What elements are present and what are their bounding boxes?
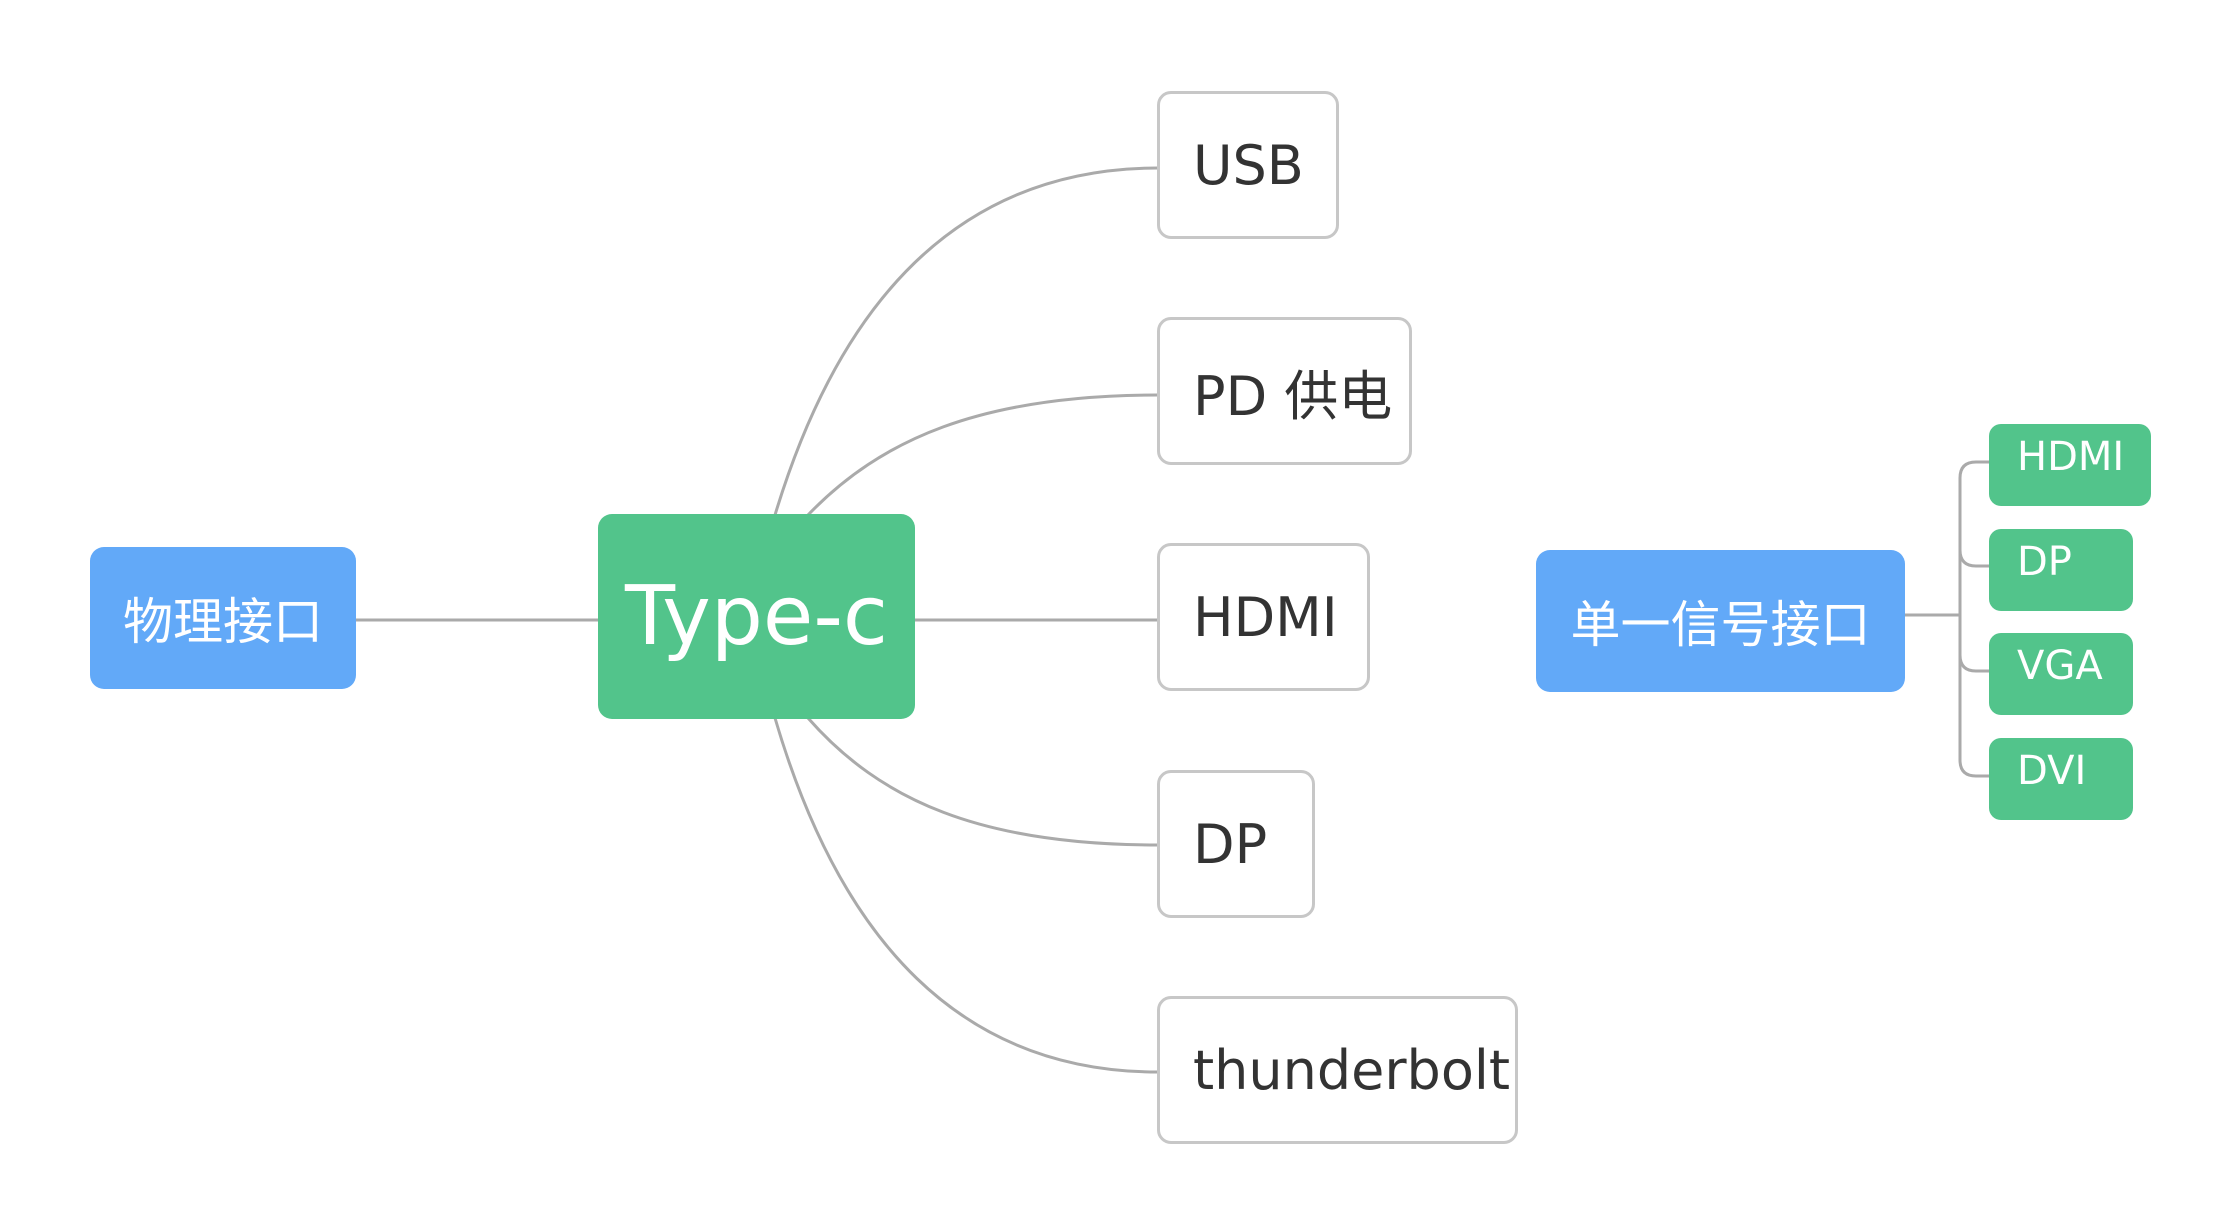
node-branch-thunderbolt[interactable]: thunderbolt [1157, 996, 1518, 1144]
node-single-signal-interface[interactable]: 单一信号接口 [1536, 550, 1905, 692]
node-right-child-hdmi[interactable]: HDMI [1989, 424, 2151, 506]
link-right-child-dvi [1958, 759, 1990, 778]
link-center-pd [806, 393, 1159, 517]
node-branch-usb-label: USB [1193, 133, 1304, 197]
node-single-signal-interface-label: 单一信号接口 [1570, 596, 1871, 654]
node-branch-pd-label: PD 供电 [1193, 364, 1393, 428]
node-right-child-dvi[interactable]: DVI [1989, 738, 2133, 820]
link-right-child-vga [1958, 654, 1990, 673]
node-branch-hdmi[interactable]: HDMI [1157, 543, 1370, 691]
node-type-c-label: Type-c [624, 569, 889, 664]
link-center-dp [806, 717, 1159, 847]
link-right-child-dp [1958, 549, 1990, 568]
node-right-child-vga-label: VGA [2017, 643, 2103, 689]
node-branch-dp[interactable]: DP [1157, 770, 1315, 918]
node-type-c[interactable]: Type-c [598, 514, 915, 719]
node-right-child-dp-label: DP [2017, 539, 2072, 585]
node-right-child-dvi-label: DVI [2017, 748, 2087, 794]
node-branch-usb[interactable]: USB [1157, 91, 1339, 239]
link-center-usb [773, 166, 1159, 516]
node-branch-hdmi-label: HDMI [1193, 585, 1338, 649]
node-right-child-vga[interactable]: VGA [1989, 633, 2133, 715]
node-right-child-dp[interactable]: DP [1989, 529, 2133, 611]
node-physical-interface[interactable]: 物理接口 [90, 547, 356, 689]
node-branch-dp-label: DP [1193, 812, 1268, 876]
node-physical-interface-label: 物理接口 [123, 593, 323, 651]
node-branch-pd[interactable]: PD 供电 [1157, 317, 1412, 465]
node-right-child-hdmi-label: HDMI [2017, 434, 2125, 480]
node-branch-thunderbolt-label: thunderbolt [1193, 1038, 1511, 1102]
link-right-child-hdmi [1958, 460, 1990, 479]
link-center-thunderbolt [773, 717, 1159, 1074]
